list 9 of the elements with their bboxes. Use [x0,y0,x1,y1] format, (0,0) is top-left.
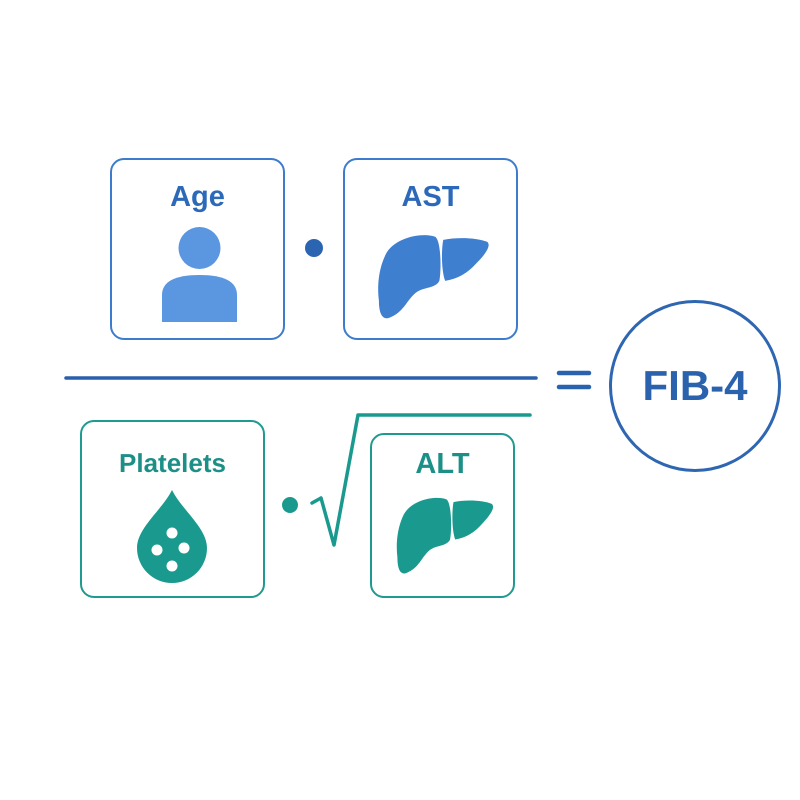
result-label: FIB-4 [642,365,748,407]
variable-label: Age [170,180,225,214]
variable-card [370,433,515,598]
variable-label: Platelets [119,447,226,480]
variable-label: ALT [415,447,470,481]
variable-card [343,158,518,340]
variable-card [110,158,285,340]
variable-card [80,420,265,598]
variable-label: AST [402,180,460,214]
